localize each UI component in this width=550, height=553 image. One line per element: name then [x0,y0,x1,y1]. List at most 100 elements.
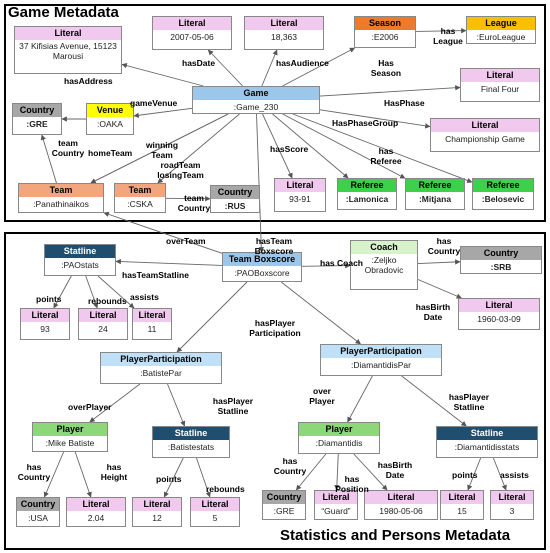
edge-label: homeTeam [88,148,133,158]
edge-label: hasPlayer Participation [249,318,301,338]
edge-label: roadTeam losingTeam [157,160,204,180]
node-pp-batiste: PlayerParticipation:BatistePar [100,352,222,384]
node-value: 1960-03-09 [477,314,521,324]
node-value: :DiamantidisPar [351,360,411,370]
node-value: :Belosevic [481,194,525,204]
node-game: Game :Game_230 [192,86,320,114]
node-value: :SRB [490,262,512,272]
node-type-label: Literal [275,179,325,192]
edge-game-to-lit-score [262,113,293,179]
edge-label: has Height [100,462,128,482]
edge-label: has Country [17,462,51,482]
node-value: :Lamonica [345,194,389,204]
node-type-label: Literal [365,491,437,504]
edge-label: rebounds [88,296,127,306]
node-league: League :EuroLeague [466,16,536,44]
node-value: :Zeljko Obradovic [364,255,404,275]
edge-label: Has Season [370,58,402,78]
node-type-label: Literal [441,491,483,504]
node-country-rus: Country:RUS [210,185,260,213]
node-type-label: Country [13,104,61,117]
node-value: :Game_230 [233,102,279,112]
node-pp-diamantidis: PlayerParticipation :DiamantidisPar [320,344,442,376]
node-value: :GRE [26,119,48,129]
node-value: Championship Game [445,134,525,144]
edge-label: hasAudience [276,58,329,68]
edge-statline-pao-to-lit-rebounds-pao [85,275,99,309]
node-value: :Diamantidisstats [454,442,520,452]
edge-player-diamantidis-to-lit-position [334,453,340,491]
edge-label: has Country [273,456,307,476]
node-country-usa: Country :USA [16,497,60,527]
edge-pp-diamantidis-to-player-diamantidis [347,375,373,423]
node-type-label: Country [461,247,541,260]
node-type-label: Game [193,87,319,100]
edge-label: assists [130,292,159,302]
node-value: 11 [147,324,157,334]
node-season: Season:E2006 [354,16,416,48]
node-statline-pao: Statline:PAOstats [44,244,116,276]
edge-label: hasTeam Boxscore [254,236,294,256]
node-type-label: League [467,17,535,30]
node-value: 12 [152,513,162,523]
edge-label: hasAddress [64,76,113,86]
edge-label: has League [433,26,463,46]
edge-teambox-to-coach [301,262,351,269]
node-player-diamantidis: Player:Diamantidis [298,422,380,454]
node-ref-lamonica: Referee :Lamonica [337,178,397,210]
edge-game-to-lit-phasegroup [319,109,431,129]
node-type-label: Literal [315,491,357,504]
node-country-gre: Country :GRE [12,103,62,135]
edge-player-batiste-to-country-usa [43,451,65,498]
edge-team-pao-to-country-gre [40,134,57,184]
edge-label: winning Team [145,140,179,160]
node-venue: Venue:OAKA [86,103,134,135]
edge-label: team Country [51,138,85,158]
node-type-label: Country [17,498,59,511]
node-value: :Diamantidis [315,438,363,448]
edge-label: has Position [335,474,369,494]
node-type-label: PlayerParticipation [321,345,441,358]
node-type-label: Referee [338,179,396,192]
edge-coach-to-lit-coach-birth [417,279,462,299]
node-type-label: Statline [153,427,229,440]
node-value: :Mike Batiste [45,438,95,448]
edge-statline-pao-to-lit-points-pao [53,275,72,309]
node-value: 2.04 [87,513,105,523]
edge-label: points [156,474,182,484]
edge-statline-diamantidis-to-lit-assists-diam [492,457,507,491]
node-lit-coach-birth: Literal 1960-03-09 [458,298,540,330]
edge-season-to-league [415,27,467,34]
node-type-label: Literal [459,299,539,312]
node-statline-diamantidis: Statline:Diamantidisstats [436,426,538,458]
edge-label: hasDate [182,58,216,68]
node-value: :USA [28,513,48,523]
edge-game-to-ref-mitjana [282,113,406,179]
node-ref-belosevic: Referee:Belosevic [472,178,534,210]
statistics-persons-title: Statistics and Persons Metadata [280,527,511,544]
node-value: :PAOstats [61,260,99,270]
edge-game-to-venue [133,107,193,118]
edge-game-to-ref-lamonica [272,113,349,179]
node-value: :EuroLeague [476,32,526,42]
node-teambox: Team Boxscore:PAOBoxscore [222,252,302,282]
edge-label: hasPlayer Statline [448,392,490,412]
node-type-label: Country [263,491,305,504]
edge-game-to-teambox [256,113,264,253]
edge-label: assists [500,470,529,480]
edge-game-to-season [282,47,356,87]
node-value: “Guard” [321,506,351,516]
edge-coach-to-country-srb [417,259,461,265]
edge-label: hasPlayer Statline [212,396,254,416]
edge-label: HasPhaseGroup [332,118,399,128]
edge-label: team Country [177,193,211,213]
node-country-gre2: Country:GRE [262,490,306,520]
